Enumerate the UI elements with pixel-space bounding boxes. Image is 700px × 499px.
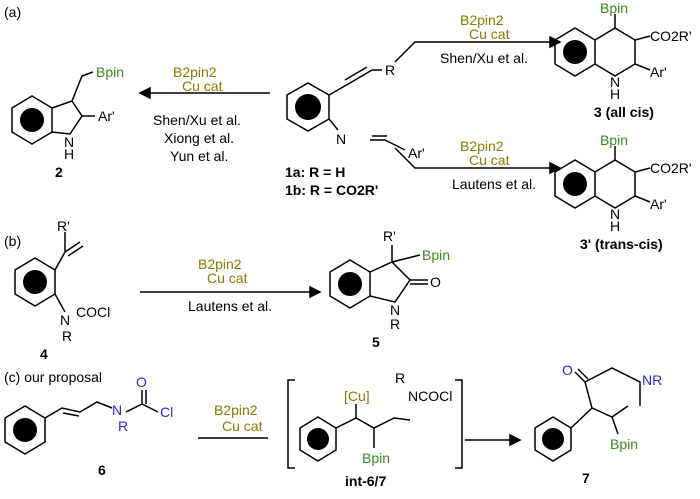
r-label-1: R bbox=[385, 62, 396, 78]
int-structure bbox=[299, 404, 411, 462]
compound-6-label: 6 bbox=[98, 462, 106, 478]
ref-yun: Yun et al. bbox=[170, 148, 229, 164]
cocl-label-4: COCl bbox=[76, 304, 111, 320]
arrows-panel-c bbox=[198, 433, 522, 447]
r-prime-label-4: R' bbox=[57, 218, 70, 234]
compound-7-label: 7 bbox=[582, 470, 590, 486]
compound-3-label: 3 (all cis) bbox=[594, 104, 654, 120]
aryl-label-2: Ar bbox=[22, 112, 36, 128]
ref-shen-xu-left: Shen/Xu et al. bbox=[153, 112, 241, 128]
ester-label-3prime: CO2R' bbox=[650, 160, 692, 176]
bpin-label-3: Bpin bbox=[600, 0, 629, 16]
reagent-b2pin2-a-left: B2pin2 bbox=[173, 64, 217, 80]
reagent-b2pin2-a-top: B2pin2 bbox=[460, 12, 504, 28]
aryl-label-int: Ar bbox=[308, 431, 322, 447]
n-label-6: N bbox=[112, 402, 123, 418]
r-label-6: R bbox=[118, 418, 129, 434]
nh-n-label-3prime: N bbox=[610, 206, 621, 222]
reagent-b2pin2-a-bottom: B2pin2 bbox=[460, 138, 504, 154]
r-prime-label-5: R' bbox=[383, 228, 396, 244]
compound-5-label: 5 bbox=[372, 334, 380, 350]
nh-h-label-2: H bbox=[64, 146, 75, 162]
aryl-prime-label-3: Ar' bbox=[650, 64, 667, 80]
r-label-4: R bbox=[62, 328, 73, 344]
nh-h-label-3: H bbox=[610, 86, 621, 102]
o-label-5: O bbox=[430, 274, 441, 290]
panel-label-c: (c) our proposal bbox=[4, 369, 103, 385]
reagent-cucat-a-top: Cu cat bbox=[469, 26, 510, 42]
aryl-prime-label-3prime: Ar' bbox=[650, 196, 667, 212]
bpin-label-5: Bpin bbox=[422, 247, 451, 263]
aryl-label-3prime: Ar bbox=[565, 176, 579, 192]
int-label: int-6/7 bbox=[345, 473, 387, 489]
nr-label-7: NR bbox=[642, 372, 663, 388]
thq-3-structure bbox=[554, 14, 651, 77]
ref-shen-xu-right: Shen/Xu et al. bbox=[440, 50, 528, 66]
n-label-4: N bbox=[60, 312, 71, 328]
indoline-2-structure bbox=[11, 71, 95, 145]
n-label-5: N bbox=[390, 302, 401, 318]
compound-3prime-label: 3' (trans-cis) bbox=[580, 236, 663, 252]
bpin-label-7: Bpin bbox=[610, 436, 639, 452]
compound-1a-label: 1a: R = H bbox=[285, 164, 346, 180]
reagent-cucat-c: Cu cat bbox=[222, 418, 263, 434]
aryl-label-6: Ar bbox=[15, 422, 29, 438]
substrate-4-structure bbox=[14, 232, 84, 313]
reagent-cucat-a-bottom: Cu cat bbox=[469, 152, 510, 168]
panel-label-b: (b) bbox=[4, 233, 22, 249]
lactam-7-structure bbox=[534, 367, 641, 462]
reagent-b2pin2-b: B2pin2 bbox=[198, 256, 242, 272]
cu-label-int: [Cu] bbox=[344, 388, 370, 404]
oxindole-5-structure bbox=[329, 245, 428, 309]
nh-n-label-2: N bbox=[64, 134, 75, 150]
ref-lautens-b: Lautens et al. bbox=[188, 298, 273, 314]
o-label-6: O bbox=[136, 374, 147, 390]
bpin-label-int: Bpin bbox=[362, 450, 391, 466]
substrate-6-structure bbox=[4, 390, 159, 455]
compound-2-label: 2 bbox=[55, 164, 63, 180]
cl-label-6: Cl bbox=[160, 404, 174, 420]
thq-3prime-structure bbox=[554, 146, 651, 209]
aryl-label-1: Ar bbox=[298, 99, 312, 115]
ref-lautens-a: Lautens et al. bbox=[452, 176, 537, 192]
ester-label-3: CO2R' bbox=[650, 28, 692, 44]
nh-h-label-3prime: H bbox=[610, 218, 621, 234]
aryl-label-4: Ar bbox=[25, 274, 39, 290]
substrate-1-structure bbox=[286, 66, 406, 151]
imine-n-label: N bbox=[336, 131, 347, 147]
aryl-label-3: Ar bbox=[565, 44, 579, 60]
r-label-5: R bbox=[390, 316, 401, 332]
compound-1b-label: 1b: R = CO2R' bbox=[285, 182, 379, 198]
aryl-prime-label-1: Ar' bbox=[408, 145, 425, 161]
ncocl-label-int: NCOCl bbox=[408, 388, 453, 404]
o-label-7: O bbox=[562, 362, 573, 378]
reagent-cucat-a-left: Cu cat bbox=[182, 78, 223, 94]
r-label-int: R bbox=[395, 370, 406, 386]
bpin-label-2: Bpin bbox=[96, 64, 125, 80]
aryl-label-5: Ar bbox=[340, 276, 354, 292]
ref-xiong: Xiong et al. bbox=[164, 130, 235, 146]
reagent-cucat-b: Cu cat bbox=[207, 270, 248, 286]
brackets-int bbox=[287, 379, 463, 469]
aryl-prime-label-2: Ar' bbox=[98, 108, 115, 124]
arrow-panel-b bbox=[140, 285, 322, 299]
bpin-label-3prime: Bpin bbox=[600, 132, 629, 148]
compound-4-label: 4 bbox=[40, 346, 48, 362]
aryl-label-7: Ar bbox=[543, 431, 557, 447]
panel-label-a: (a) bbox=[4, 4, 22, 20]
reagent-b2pin2-c: B2pin2 bbox=[214, 402, 258, 418]
nh-n-label-3: N bbox=[610, 74, 621, 90]
